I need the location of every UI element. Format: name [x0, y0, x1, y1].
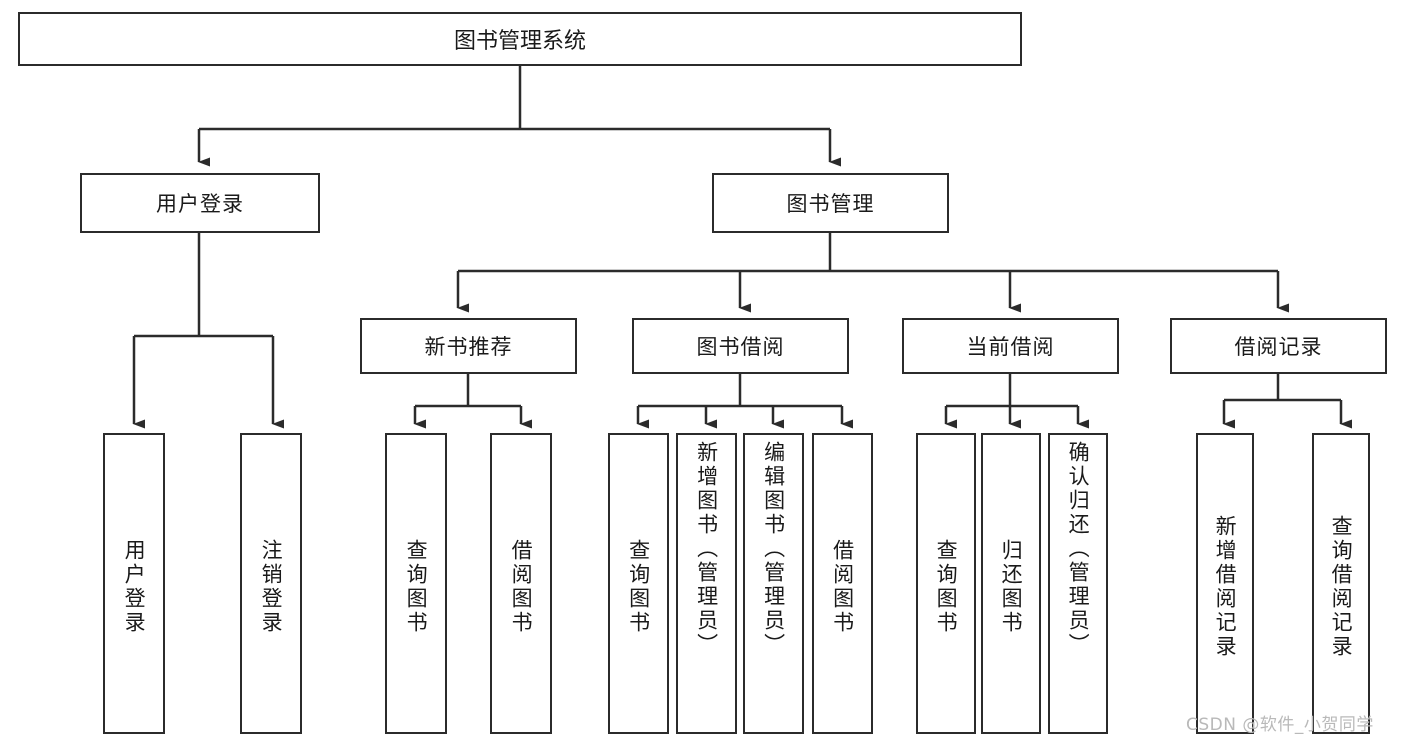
watermark-text: CSDN @软件_小贺同学	[1186, 715, 1374, 735]
leaf-label: 确认归还（管理员）	[1066, 441, 1091, 657]
leaf-label: 查询借阅记录	[1329, 514, 1354, 659]
leaf-text-wrap: 查询借阅记录	[1314, 441, 1368, 732]
leaf-borrow-book[interactable]: 借阅图书	[812, 433, 873, 734]
leaf-label: 用户登录	[122, 538, 147, 635]
leaf-query-book-borrow[interactable]: 查询图书	[608, 433, 669, 734]
leaf-return-book[interactable]: 归还图书	[981, 433, 1041, 734]
leaf-text-wrap: 查询图书	[387, 441, 445, 732]
leaf-label: 归还图书	[999, 538, 1024, 635]
leaf-edit-book-admin[interactable]: 编辑图书（管理员）	[743, 433, 804, 734]
leaf-text-wrap: 借阅图书	[492, 441, 550, 732]
leaf-label: 查询图书	[626, 538, 651, 635]
leaf-text-wrap: 查询图书	[918, 441, 974, 732]
leaf-add-borrow-record[interactable]: 新增借阅记录	[1196, 433, 1254, 734]
node-label: 当前借阅	[966, 335, 1055, 359]
leaf-logout[interactable]: 注销登录	[240, 433, 302, 734]
node-new-book-recommend[interactable]: 新书推荐	[360, 318, 577, 374]
node-current-borrow[interactable]: 当前借阅	[902, 318, 1119, 374]
leaf-user-login[interactable]: 用户登录	[103, 433, 165, 734]
node-label: 图书借阅	[696, 335, 785, 359]
leaf-query-borrow-record[interactable]: 查询借阅记录	[1312, 433, 1370, 734]
leaf-query-book-recommend[interactable]: 查询图书	[385, 433, 447, 734]
leaf-label: 查询图书	[404, 538, 429, 635]
node-book-management[interactable]: 图书管理	[712, 173, 949, 233]
leaf-confirm-return-admin[interactable]: 确认归还（管理员）	[1048, 433, 1108, 734]
leaf-text-wrap: 新增图书（管理员）	[678, 441, 735, 732]
leaf-text-wrap: 借阅图书	[814, 441, 871, 732]
leaf-label: 注销登录	[259, 538, 284, 635]
leaf-query-book-current[interactable]: 查询图书	[916, 433, 976, 734]
node-label: 用户登录	[156, 192, 244, 216]
node-book-borrow[interactable]: 图书借阅	[632, 318, 849, 374]
node-label: 借阅记录	[1234, 335, 1323, 359]
leaf-text-wrap: 查询图书	[610, 441, 667, 732]
node-label: 图书管理系统	[453, 29, 586, 54]
leaf-label: 新增图书（管理员）	[694, 441, 719, 657]
node-label: 新书推荐	[424, 335, 513, 359]
leaf-borrow-book-recommend[interactable]: 借阅图书	[490, 433, 552, 734]
leaf-text-wrap: 确认归还（管理员）	[1050, 441, 1106, 732]
leaf-label: 借阅图书	[830, 538, 855, 635]
leaf-add-book-admin[interactable]: 新增图书（管理员）	[676, 433, 737, 734]
leaf-label: 借阅图书	[509, 538, 534, 635]
node-user-login[interactable]: 用户登录	[80, 173, 320, 233]
leaf-text-wrap: 用户登录	[105, 441, 163, 732]
leaf-text-wrap: 编辑图书（管理员）	[745, 441, 802, 732]
leaf-label: 编辑图书（管理员）	[761, 441, 786, 657]
leaf-text-wrap: 注销登录	[242, 441, 300, 732]
leaf-label: 新增借阅记录	[1213, 514, 1238, 659]
node-label: 图书管理	[786, 192, 875, 216]
node-borrow-record[interactable]: 借阅记录	[1170, 318, 1387, 374]
leaf-text-wrap: 归还图书	[983, 441, 1039, 732]
node-root-system[interactable]: 图书管理系统	[18, 12, 1022, 66]
leaf-label: 查询图书	[934, 538, 959, 635]
leaf-text-wrap: 新增借阅记录	[1198, 441, 1252, 732]
